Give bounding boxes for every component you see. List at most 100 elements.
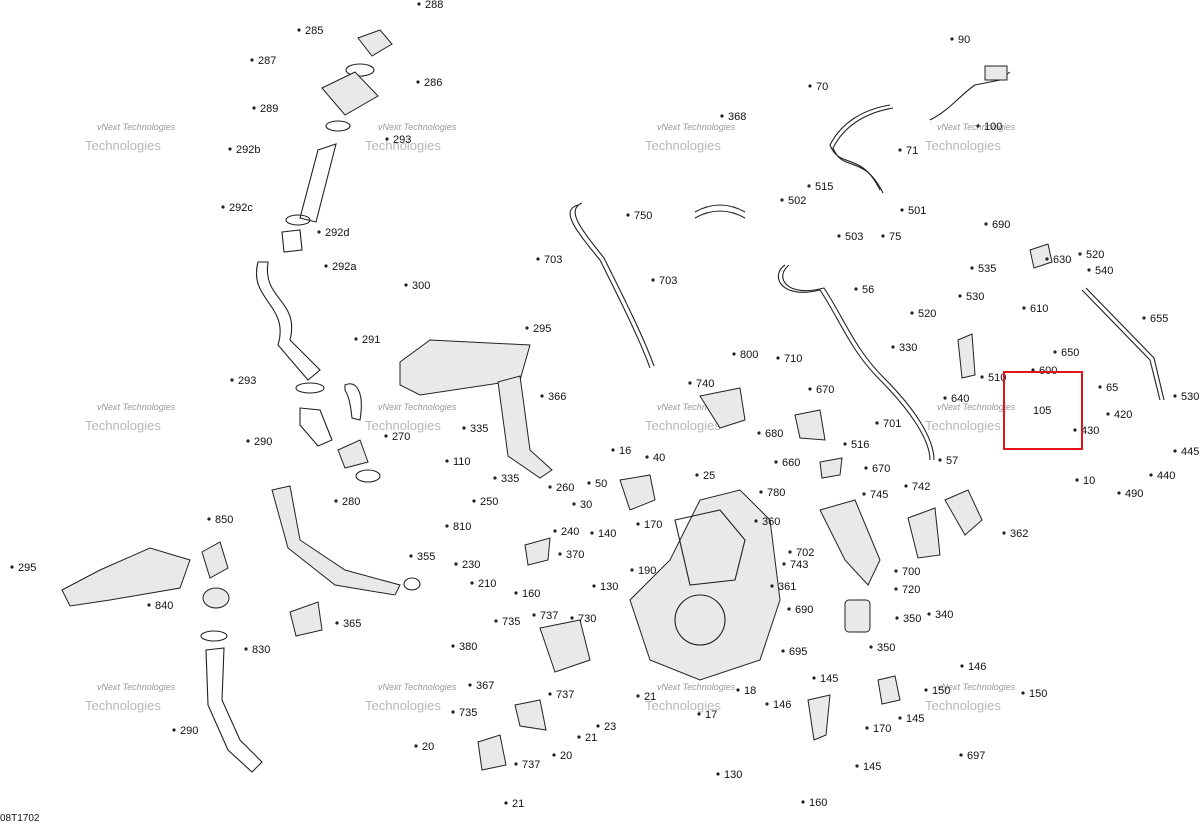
part-label: 800: [740, 349, 758, 361]
part-label: 362: [1010, 528, 1028, 540]
part-label: 368: [728, 111, 746, 123]
part-label: 25: [703, 470, 715, 482]
part-label: 350: [903, 613, 921, 625]
leader-dot: [924, 688, 928, 692]
part-label: 57: [946, 455, 958, 467]
leader-dot: [297, 28, 301, 32]
part-label: 20: [422, 741, 434, 753]
leader-dot: [451, 644, 455, 648]
watermark: Technologies: [925, 418, 1001, 433]
watermark: Technologies: [85, 418, 161, 433]
part-label: 21: [644, 691, 656, 703]
leader-dot: [494, 619, 498, 623]
part-label: 640: [951, 393, 969, 405]
part-label: 56: [862, 284, 874, 296]
leader-dot: [1173, 394, 1177, 398]
part-label: 735: [502, 616, 520, 628]
leader-dot: [514, 762, 518, 766]
part-label: 287: [258, 55, 276, 67]
bracket-230: [524, 537, 551, 566]
leader-dot: [228, 147, 232, 151]
leader-dot: [445, 459, 449, 463]
leader-dot: [1022, 306, 1026, 310]
leader-dot: [697, 712, 701, 716]
leader-dot: [354, 337, 358, 341]
leader-dot: [558, 552, 562, 556]
filter-340: [844, 599, 871, 633]
leader-dot: [865, 726, 869, 730]
part-label: 71: [906, 145, 918, 157]
leader-dot: [172, 728, 176, 732]
part-label: 540: [1095, 265, 1113, 277]
part-label: 150: [932, 685, 950, 697]
leader-dot: [317, 230, 321, 234]
clamp: [285, 214, 311, 226]
duct-365: [271, 485, 401, 596]
part-label: 395: [0, 0, 18, 3]
leader-dot: [645, 455, 649, 459]
watermark: vNext Technologies: [97, 682, 176, 692]
watermark: vNext Technologies: [937, 402, 1016, 412]
part-label: 735: [459, 707, 477, 719]
leader-dot: [540, 394, 544, 398]
leader-dot: [1053, 350, 1057, 354]
highlight-label: 105: [1033, 405, 1052, 417]
heat-shield-left: [61, 547, 191, 607]
duct-366: [497, 375, 553, 479]
part-label: 535: [978, 263, 996, 275]
leader-dot: [611, 448, 615, 452]
part-label: 780: [767, 487, 785, 499]
leader-dot: [864, 466, 868, 470]
watermark: vNext Technologies: [378, 682, 457, 692]
leader-dot: [472, 499, 476, 503]
part-label: 697: [967, 750, 985, 762]
part-label: 365: [343, 618, 361, 630]
part-label: 292c: [229, 202, 253, 214]
part-label: 501: [908, 205, 926, 217]
leader-dot: [468, 683, 472, 687]
part-label: 720: [902, 584, 920, 596]
bracket-735: [514, 699, 547, 731]
leader-dot: [553, 529, 557, 533]
part-label: 50: [595, 478, 607, 490]
part-label: 415: [0, 0, 18, 3]
part-label: 370: [566, 549, 584, 561]
sleeve: [281, 229, 303, 253]
leader-dot: [843, 442, 847, 446]
leader-dot: [774, 460, 778, 464]
leader-dot: [334, 499, 338, 503]
leader-dot: [759, 490, 763, 494]
bracket-740: [699, 387, 746, 429]
part-label: 440: [1157, 470, 1175, 482]
clamp: [355, 469, 381, 483]
cable-70: [832, 107, 894, 194]
duct-290: [205, 647, 263, 773]
hose-56: [782, 264, 935, 461]
leader-dot: [577, 735, 581, 739]
leader-dot: [787, 607, 791, 611]
part-label: 750: [634, 210, 652, 222]
leader-dot: [770, 584, 774, 588]
leader-dot: [812, 676, 816, 680]
filter-840: [202, 587, 230, 609]
leader-dot: [590, 531, 594, 535]
leader-dot: [246, 439, 250, 443]
leader-dot: [958, 294, 962, 298]
part-label: 291: [362, 334, 380, 346]
drawing-code: 08T1702: [0, 813, 40, 824]
leader-dot: [230, 378, 234, 382]
watermark: vNext Technologies: [937, 682, 1016, 692]
part-label: 292d: [325, 227, 349, 239]
part-label: 520: [918, 308, 936, 320]
part-label: 70: [816, 81, 828, 93]
part-label: 330: [899, 342, 917, 354]
watermark: Technologies: [85, 138, 161, 153]
leader-dot: [695, 473, 699, 477]
leader-dot: [950, 37, 954, 41]
leader-dot: [1142, 316, 1146, 320]
part-label: 360: [762, 516, 780, 528]
leader-dot: [525, 326, 529, 330]
watermark: vNext Technologies: [97, 122, 176, 132]
part-label: 295: [18, 562, 36, 574]
leader-dot: [898, 148, 902, 152]
